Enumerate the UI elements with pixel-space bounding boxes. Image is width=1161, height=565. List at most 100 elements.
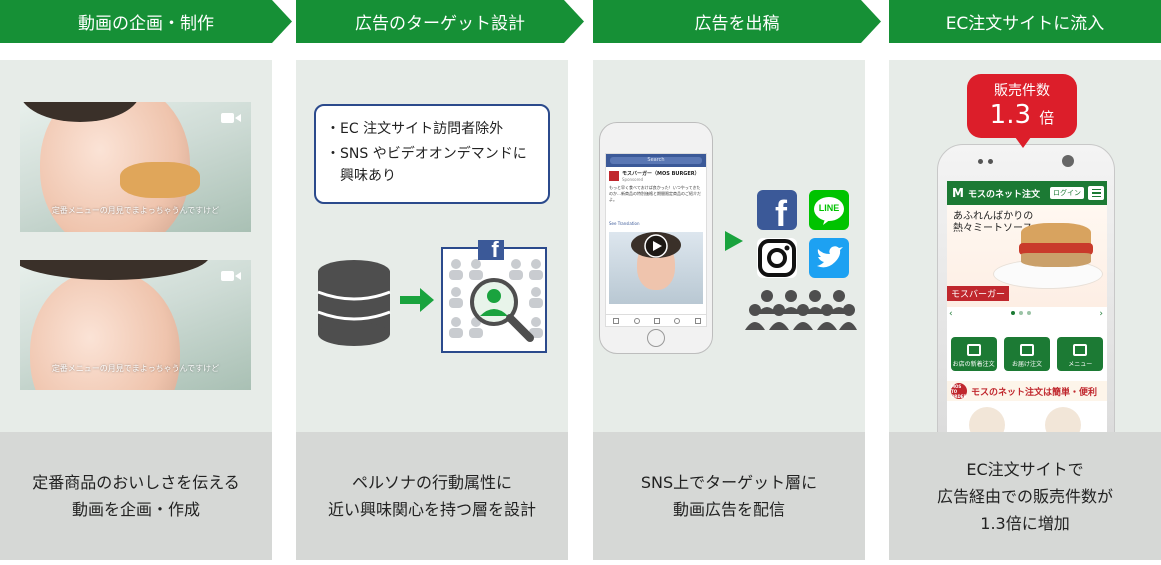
caption-line: EC注文サイトで — [966, 459, 1084, 479]
caption-line: 1.3倍に増加 — [980, 513, 1070, 533]
banner-headline: あふれんばかりの 熱々ミートソース — [953, 211, 1034, 234]
front-camera — [1062, 155, 1074, 167]
play-icon[interactable] — [644, 234, 668, 258]
video-subtitle: 定番メニューの月見でまよっちゃうんですけど — [51, 206, 220, 215]
step-caption: 定番商品のおいしさを伝える 動画を企画・作成 — [0, 432, 272, 560]
facebook-feed-screen: Search モスバーガー（MOS BURGER） Sponsored もっと早… — [605, 153, 707, 327]
facebook-top-bar: Search — [606, 154, 706, 167]
login-button[interactable]: ログイン — [1050, 187, 1084, 199]
step-caption: SNS上でターゲット層に 動画広告を配信 — [593, 432, 865, 560]
carousel-dots — [1011, 311, 1031, 315]
step-title: 広告を出稿 — [694, 14, 780, 34]
twitter-icon — [809, 238, 849, 278]
nav-icon[interactable] — [694, 317, 701, 324]
order-nav: お店の新着注文 お届け注文 メニュー — [947, 337, 1107, 371]
sponsored-label: Sponsored — [622, 177, 644, 182]
video-camera-icon — [221, 113, 241, 123]
bullet-item-continued: 興味あり — [340, 168, 396, 184]
facebook-icon: f — [757, 190, 797, 234]
instagram-icon — [757, 238, 797, 278]
hair-illustration — [20, 102, 140, 122]
facebook-search-bar[interactable]: Search — [610, 157, 702, 164]
phone-sensor — [988, 159, 993, 164]
video-still[interactable]: 定番メニューの月見でまよっちゃうんですけど — [20, 102, 251, 232]
hair-illustration — [20, 260, 210, 280]
face-illustration — [30, 270, 180, 390]
targeting-criteria-box: ・ EC 注文サイト訪問者除外 ・ SNS やビデオオンデマンドに 興味あり — [314, 104, 550, 204]
smartphone: Search モスバーガー（MOS BURGER） Sponsored もっと早… — [599, 122, 713, 354]
caption-line: 動画を企画・作成 — [71, 500, 200, 519]
menu-feature-icon[interactable] — [1045, 407, 1081, 435]
page-name: モスバーガー（MOS BURGER） — [622, 171, 700, 177]
carousel-next-icon[interactable]: › — [1099, 309, 1103, 319]
audience-search-icon — [441, 247, 547, 353]
burger-illustration — [120, 162, 200, 198]
step-caption: EC注文サイトで 広告経由での販売件数が 1.3倍に増加 — [889, 432, 1161, 560]
svg-text:f: f — [491, 240, 499, 262]
phone-sensor — [978, 159, 983, 164]
caption-line: ペルソナの行動属性に — [351, 473, 512, 492]
line-icon-label: LINE — [818, 203, 840, 213]
bullet-item: ・ EC 注文サイト訪問者除外 — [326, 121, 504, 137]
mos-ec-site-screen: M モスのネット注文 ログイン あふれんばかりの 熱々ミートソース モスバ — [947, 181, 1107, 435]
caption-line: 広告経由での販売件数が — [936, 486, 1113, 506]
nav-icon[interactable] — [674, 317, 681, 324]
page-avatar — [609, 171, 619, 181]
nav-icon[interactable] — [653, 317, 660, 324]
audience-crowd-icon — [745, 290, 857, 330]
video-ad-thumbnail[interactable] — [609, 232, 703, 304]
menu-button[interactable]: メニュー — [1057, 337, 1104, 371]
pickup-order-button[interactable]: お店の新着注文 — [950, 337, 997, 371]
sales-multiplier-value: 1.3 倍 — [989, 100, 1055, 130]
menu-icon[interactable] — [1088, 186, 1104, 200]
promo-banner[interactable]: MOS TO ORDER モスのネット注文は簡単・便利 — [947, 381, 1107, 401]
step-header: 広告のターゲット設計 — [296, 0, 584, 43]
carousel-prev-icon[interactable]: ‹ — [949, 309, 953, 319]
nav-icon[interactable] — [633, 317, 640, 324]
step-target-design: 広告のターゲット設計 ・ EC 注文サイト訪問者除外 ・ SNS やビデオオンデ… — [296, 0, 568, 565]
video-subtitle: 定番メニューの月見でまよっちゃうんですけど — [51, 364, 220, 373]
caption-line: 定番商品のおいしさを伝える — [32, 473, 240, 492]
targeting-diagram: f — [317, 240, 547, 353]
line-icon: LINE — [809, 190, 849, 230]
mos-logo[interactable]: M — [952, 186, 964, 200]
banner-product-tag: モスバーガー — [947, 286, 1010, 301]
arrow-right-icon — [400, 288, 434, 312]
step-panel: ・ EC 注文サイト訪問者除外 ・ SNS やビデオオンデマンドに 興味あり — [296, 60, 568, 432]
site-header: M モスのネット注文 ログイン — [947, 181, 1107, 205]
delivery-order-button[interactable]: お届け注文 — [1003, 337, 1050, 371]
caption-line: SNS上でターゲット層に — [640, 473, 818, 492]
smartphone: M モスのネット注文 ログイン あふれんばかりの 熱々ミートソース モスバ — [937, 144, 1115, 435]
step-title: EC注文サイトに流入 — [945, 14, 1105, 34]
meat-sauce-illustration — [1019, 243, 1093, 255]
promo-text: モスのネット注文は簡単・便利 — [971, 387, 1098, 398]
caption-line: 近い興味関心を持つ層を設計 — [327, 500, 536, 519]
post-text: もっと早く食べておけば良かった！いつやってきたのか…新商品の特別価格と期間限定商… — [609, 185, 701, 202]
see-translation-link[interactable]: See Translation — [609, 221, 640, 226]
nav-icon[interactable] — [613, 317, 620, 324]
video-still[interactable]: 定番メニューの月見でまよっちゃうんですけど — [20, 260, 251, 390]
menu-feature-icon[interactable] — [969, 407, 1005, 435]
facebook-bottom-nav — [606, 314, 706, 326]
bullet-item: ・ SNS やビデオオンデマンドに — [326, 146, 527, 162]
step-header: EC注文サイトに流入 — [889, 0, 1161, 43]
step-ad-placement: 広告を出稿 Search モスバーガー（MOS BURGER） Sponsore… — [593, 0, 865, 565]
arrow-right-icon — [725, 231, 743, 251]
database-icon — [317, 260, 391, 346]
caption-line: 動画広告を配信 — [672, 500, 785, 519]
promo-badge: MOS TO ORDER — [951, 383, 967, 399]
video-camera-icon — [221, 271, 241, 281]
step-panel: 定番メニューの月見でまよっちゃうんですけど 定番メニューの月見でまよっちゃうんで… — [0, 60, 272, 432]
site-name: モスのネット注文 — [967, 189, 1040, 200]
step-header: 動画の企画・制作 — [0, 0, 292, 43]
svg-text:f: f — [775, 193, 788, 230]
step-video-production: 動画の企画・制作 定番メニューの月見でまよっちゃうんですけど 定番メニューの月見… — [0, 0, 272, 565]
step-ec-inflow: EC注文サイトに流入 販売件数 1.3 倍 M モスのネット注文 ログイン — [889, 0, 1161, 565]
home-button[interactable] — [647, 329, 665, 347]
burger-bottom-illustration — [1021, 253, 1091, 267]
sales-multiplier-badge: 販売件数 1.3 倍 — [967, 74, 1077, 148]
post-header: モスバーガー（MOS BURGER） Sponsored — [606, 167, 706, 185]
step-title: 動画の企画・制作 — [78, 14, 214, 34]
product-banner[interactable]: あふれんばかりの 熱々ミートソース モスバーガー — [947, 205, 1107, 307]
step-panel: Search モスバーガー（MOS BURGER） Sponsored もっと早… — [593, 60, 865, 432]
